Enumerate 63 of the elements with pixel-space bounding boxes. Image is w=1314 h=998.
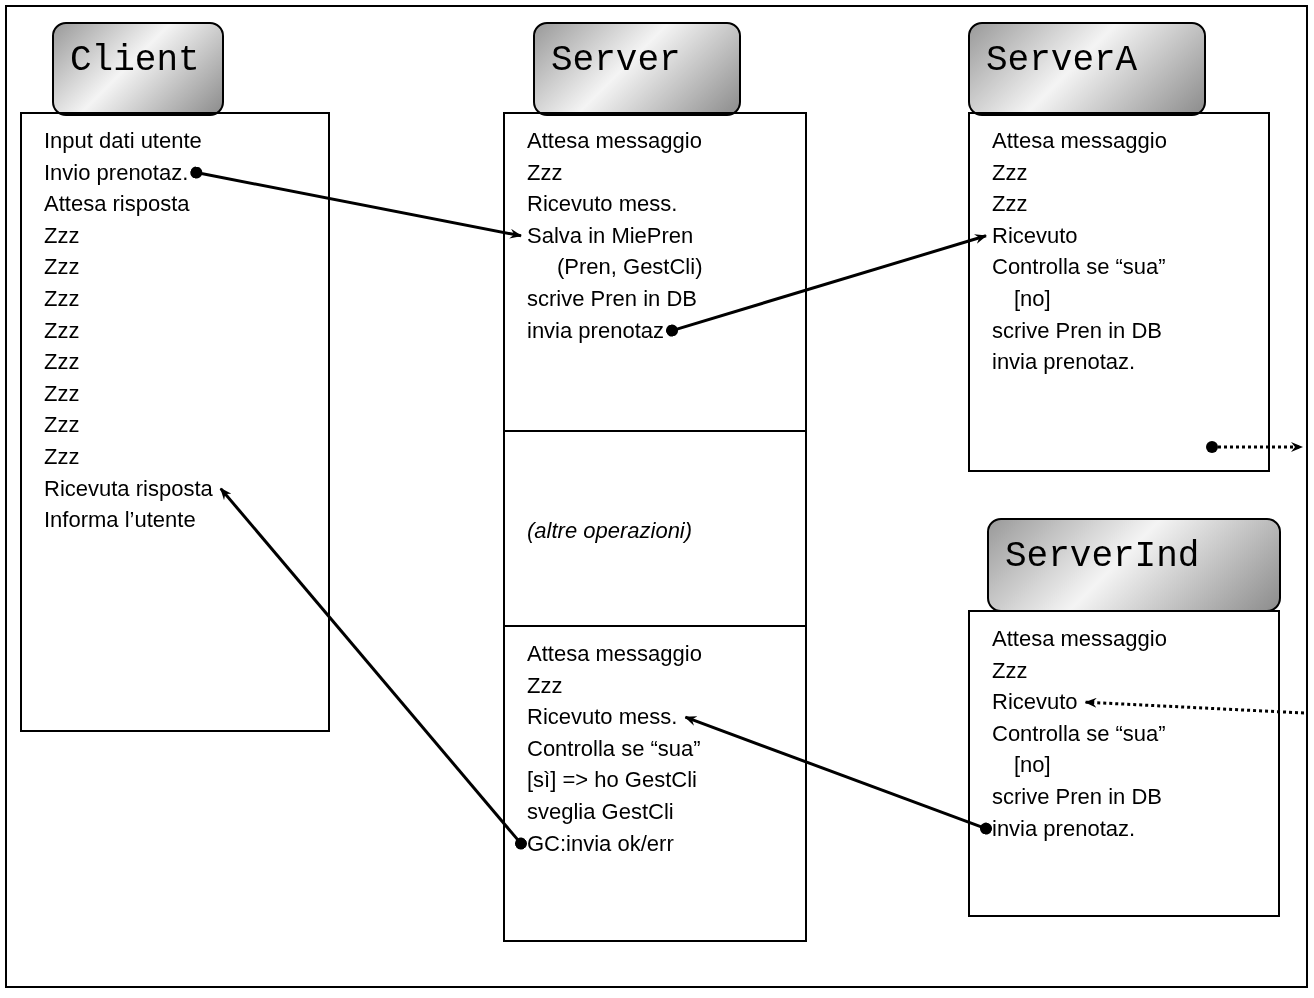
step-text: Zzz [527, 672, 563, 699]
step-text: scrive Pren in DB [992, 317, 1162, 344]
message-arrow [684, 715, 992, 835]
step-text: Ricevuta risposta [44, 475, 213, 502]
step-text: [sì] => ho GestCli [527, 767, 697, 794]
activity-box [503, 112, 807, 432]
lifeline-header [987, 518, 1281, 612]
step-text: invia prenotaz. [992, 349, 1136, 376]
header-label: ServerInd [1005, 536, 1200, 577]
step-text: Zzz [44, 412, 80, 439]
step-text: (Pren, GestCli) [557, 254, 703, 281]
step-text: invia prenotaz. [992, 815, 1136, 842]
activity-box [20, 112, 330, 732]
activity-box [503, 430, 807, 627]
step-text: GC:invia ok/err [527, 830, 674, 857]
activity-box [968, 112, 1270, 472]
step-text: Invio prenotaz. [44, 159, 189, 186]
step-text: Attesa messaggio [527, 641, 702, 667]
step-text: Controlla se “sua” [992, 254, 1166, 281]
step-text: Ricevuto mess. [527, 704, 678, 731]
step-text: [no] [1014, 752, 1051, 779]
step-text: Zzz [44, 349, 80, 376]
step-text: Zzz [44, 286, 80, 312]
step-text: Informa l’utente [44, 507, 196, 534]
step-text: Zzz [992, 191, 1028, 218]
message-arrow [1206, 441, 1303, 453]
step-text: Controlla se “sua” [992, 720, 1166, 747]
step-text: invia prenotaz [527, 317, 664, 344]
step-text: Attesa messaggio [992, 128, 1167, 154]
step-text: Zzz [992, 159, 1028, 186]
step-text: Input dati utente [44, 128, 202, 154]
lifeline-header [52, 22, 224, 116]
step-text: Attesa messaggio [527, 128, 702, 154]
step-text: Zzz [44, 222, 80, 249]
message-arrow [666, 234, 987, 337]
step-text: Zzz [44, 380, 80, 407]
note-text: (altre operazioni) [527, 518, 693, 544]
message-arrow [219, 487, 527, 850]
step-text: Attesa risposta [44, 191, 190, 218]
message-arrow [190, 166, 522, 239]
step-text: Attesa messaggio [992, 626, 1167, 652]
step-text: sveglia GestCli [527, 799, 674, 825]
message-arrow [1084, 697, 1305, 715]
step-text: Salva in MiePren [527, 222, 694, 249]
step-text: Controlla se “sua” [527, 735, 701, 762]
step-text: Ricevuto mess. [527, 191, 678, 218]
activity-box [968, 610, 1280, 917]
step-text: scrive Pren in DB [527, 286, 697, 312]
step-text: Ricevuto [992, 689, 1078, 716]
header-label: ServerA [986, 40, 1138, 81]
step-text: Zzz [992, 657, 1028, 684]
step-text: Zzz [527, 159, 563, 186]
step-text: Zzz [44, 444, 80, 470]
header-label: Server [551, 40, 681, 81]
step-text: Zzz [44, 317, 80, 344]
step-text: scrive Pren in DB [992, 784, 1162, 810]
step-text: [no] [1014, 286, 1051, 312]
step-text: Zzz [44, 254, 80, 281]
step-text: Ricevuto [992, 222, 1078, 249]
lifeline-header [968, 22, 1206, 116]
header-label: Client [70, 40, 200, 81]
lifeline-header [533, 22, 741, 116]
activity-box [503, 625, 807, 942]
